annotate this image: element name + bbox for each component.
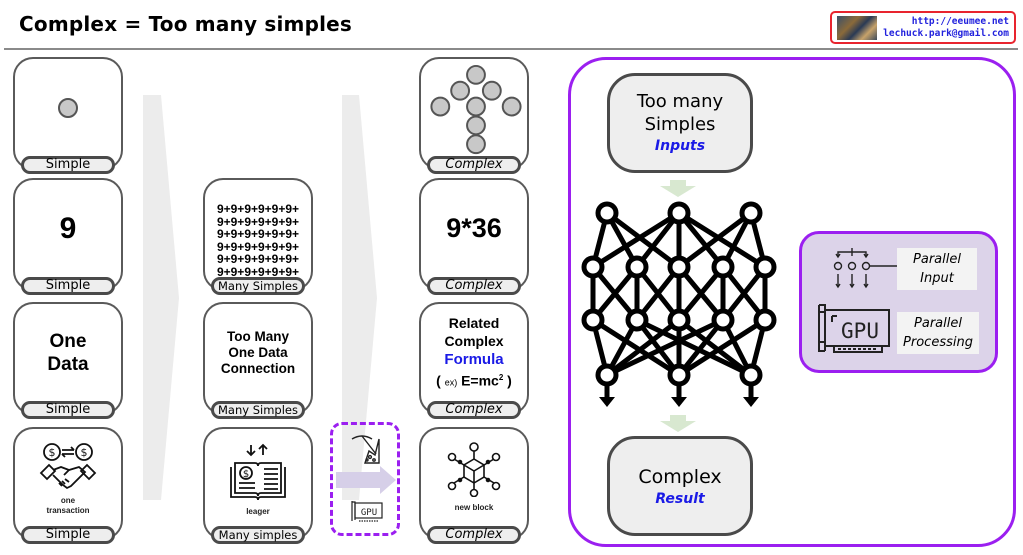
result-box: Complex Result — [607, 436, 753, 536]
card-text-line: Complex — [444, 332, 504, 349]
complex-badge: Complex — [427, 401, 521, 419]
many-simples-card-connection: Too Many One Data Connection Many Simple… — [203, 302, 313, 419]
card-caption-line: transaction — [46, 506, 90, 515]
label-line: Parallel — [913, 252, 961, 267]
page-title: Complex = Too many simples — [19, 12, 353, 36]
svg-text:$: $ — [49, 446, 56, 459]
card-caption-line: one — [60, 496, 76, 505]
formula-sup: 2 — [498, 372, 504, 382]
flow-arrow-1 — [143, 95, 179, 500]
result-label: Result — [655, 491, 705, 507]
inputs-label: Inputs — [654, 138, 706, 154]
card-text-line: Data — [47, 353, 89, 375]
simple-badge: Simple — [21, 277, 115, 295]
sum-line: 9+9+9+9+9+9+ — [216, 202, 300, 216]
contact-email[interactable]: lechuck.park@gmail.com — [883, 28, 1009, 39]
contact-badge[interactable]: http://eeumee.net lechuck.park@gmail.com — [830, 11, 1016, 44]
card-caption: leager — [246, 507, 270, 516]
label-line: Parallel — [914, 316, 962, 331]
label-line: Input — [920, 271, 954, 286]
complex-card-formula: Related Complex Formula ( ex) E=mc2 ) Co… — [419, 302, 529, 419]
many-simples-card-ledger: $ leager Many simples — [203, 427, 313, 544]
down-arrow-inputs — [660, 180, 696, 197]
formula-ex-label: ex) — [444, 377, 458, 388]
simple-badge: Simple — [21, 401, 115, 419]
gpu-card-icon: GPU — [351, 501, 383, 522]
complex-badge: Complex — [427, 156, 521, 174]
complex-card-number: 9*36 Complex — [419, 178, 529, 295]
complex-card-new-block: new block Complex — [419, 427, 529, 544]
sum-line: 9+9+9+9+9+9+ — [216, 252, 300, 266]
blockchain-network-icon — [447, 442, 501, 497]
formula-paren: ( — [436, 372, 445, 389]
sum-line: 9+9+9+9+9+9+ — [216, 239, 300, 254]
money-exchange-handshake-icon: $ $ — [39, 443, 97, 490]
pickaxe-mining-icon — [351, 435, 380, 464]
title-divider — [4, 48, 1018, 50]
simple-badge: Simple — [21, 156, 115, 174]
simple-card-transaction: $ $ one transaction Simple — [13, 427, 123, 544]
svg-text:$: $ — [243, 469, 249, 480]
card-text-line: Too Many — [227, 328, 289, 344]
simple-badge: Simple — [21, 526, 115, 544]
simple-card-dot: Simple — [13, 57, 123, 174]
many-simples-badge: Many Simples — [211, 277, 305, 295]
inputs-line: Too many — [636, 91, 724, 112]
complex-badge: Complex — [427, 277, 521, 295]
formula-highlight: Formula — [444, 350, 504, 368]
many-simples-card-sum: 9+9+9+9+9+9+ 9+9+9+9+9+9+ 9+9+9+9+9+9+ 9… — [203, 178, 313, 295]
sum-line: 9+9+9+9+9+9+ — [216, 227, 300, 241]
neural-network-icon — [581, 201, 777, 407]
complex-card-pattern: Complex — [419, 57, 529, 174]
card-caption: new block — [454, 503, 494, 512]
card-text-line: Related — [448, 314, 500, 331]
formula-example: ( ex) E=mc2 ) — [436, 369, 512, 392]
complex-badge: Complex — [427, 526, 521, 544]
simple-card-one-data: One Data Simple — [13, 302, 123, 419]
result-title: Complex — [638, 466, 722, 488]
sum-line: 9+9+9+9+9+9+ — [216, 214, 300, 229]
number-value: 9*36 — [446, 213, 502, 243]
inputs-line: Simples — [644, 114, 716, 135]
gpu-label: GPU — [361, 508, 377, 518]
portrait-thumbnail-icon — [837, 16, 877, 40]
formula-paren: ) — [503, 372, 512, 389]
mining-box: GPU — [330, 422, 400, 536]
dot-pattern-icon — [430, 64, 522, 155]
number-value: 9 — [59, 211, 77, 245]
svg-text:$: $ — [81, 446, 88, 459]
card-text-line: Connection — [220, 360, 296, 376]
inputs-box: Too many Simples Inputs — [607, 73, 753, 173]
sum-line: 9+9+9+9+9+9+ — [216, 264, 300, 279]
flow-arrow-2 — [342, 95, 377, 500]
ledger-book-icon: $ — [230, 443, 286, 501]
single-dot-icon — [58, 97, 78, 118]
parallel-input-label: Parallel Input — [897, 248, 977, 290]
gpu-label: GPU — [841, 319, 879, 343]
gpu-card-icon: GPU — [818, 304, 890, 353]
parallel-panel: Parallel Input GPU Parallel Processing — [799, 231, 998, 373]
contact-url[interactable]: http://eeumee.net — [911, 16, 1009, 27]
parallel-input-icon — [833, 248, 898, 289]
mining-flow-arrow — [336, 466, 396, 494]
many-simples-badge: Many Simples — [211, 401, 305, 419]
parallel-processing-label: Parallel Processing — [897, 312, 979, 354]
simple-card-number: 9 Simple — [13, 178, 123, 295]
down-arrow-result — [660, 415, 696, 432]
many-simples-badge: Many simples — [211, 526, 305, 544]
card-text-line: One Data — [228, 344, 288, 360]
formula-text: E=mc — [461, 372, 499, 389]
label-line: Processing — [903, 335, 973, 350]
card-text-line: One — [49, 330, 87, 352]
